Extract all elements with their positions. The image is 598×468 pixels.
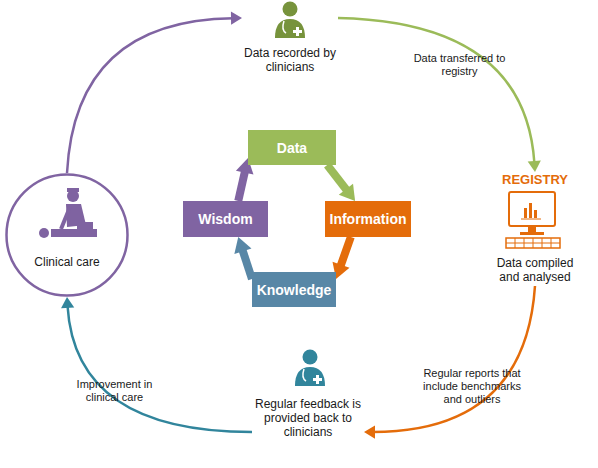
arrow-line (327, 165, 348, 192)
edge-label: Data transferred to registry (412, 52, 507, 78)
flow-arrow (327, 165, 355, 201)
doctor-head (303, 350, 318, 365)
chart-bar (534, 210, 537, 218)
flow-arrow (338, 18, 541, 172)
chart-bar (524, 208, 527, 218)
node-label: Wisdom (198, 211, 252, 227)
arrow-head (528, 161, 541, 172)
stage-box: Wisdom (183, 201, 268, 237)
node-label: Knowledge (257, 282, 332, 298)
arrow-line (373, 286, 535, 432)
arrow-head (231, 12, 242, 25)
monitor-stand (528, 226, 536, 232)
edge-label: Improvement in clinical care (72, 378, 157, 404)
node-text: Data compiled and analysed (489, 256, 581, 284)
computer-icon (506, 192, 560, 248)
monitor-base (520, 232, 544, 235)
flow-arrow (61, 297, 252, 432)
flow-arrow (234, 237, 252, 279)
doctor-head (283, 2, 298, 17)
keyboard-keys (506, 238, 560, 248)
node-label: Data (277, 140, 307, 156)
node-label: Clinical care (34, 255, 99, 269)
doctor-cross (293, 27, 302, 36)
arrow-line (68, 306, 252, 432)
doctor-icon (275, 2, 305, 39)
stethoscope (283, 21, 286, 33)
arrow-head (339, 184, 355, 201)
arrow-line (340, 237, 351, 268)
arrow-line (338, 18, 534, 163)
rescuer-cap (67, 188, 79, 192)
patient-body (51, 229, 97, 237)
flow-arrow (364, 286, 535, 439)
arrow-line (238, 170, 245, 201)
arrow-line (242, 248, 252, 279)
arrow-line (67, 18, 233, 173)
stage-box: Information (325, 201, 411, 237)
node-label: Data recorded by clinicians (242, 46, 338, 74)
doctor-icon (295, 350, 325, 387)
edge-label: Regular reports that include benchmarks … (418, 367, 526, 406)
doctor-cross (313, 375, 322, 384)
keyboard (506, 238, 560, 248)
arrow-head (61, 297, 74, 308)
arrow-head (234, 237, 251, 254)
flow-arrow (67, 12, 242, 173)
node-label: Information (330, 211, 407, 227)
circle-outline-shape (7, 175, 128, 296)
arrow-head (364, 425, 375, 438)
patient-head (39, 228, 49, 238)
node-label: REGISTRY (502, 172, 568, 188)
chart-axis (521, 219, 541, 220)
doctor-body (275, 19, 305, 38)
node-label: Regular feedback is provided back to cli… (252, 397, 364, 439)
stethoscope (303, 369, 306, 381)
chart-bar (529, 203, 532, 218)
doctor-body (295, 367, 325, 386)
stage-box: Data (248, 130, 336, 165)
stage-box: Knowledge (252, 272, 336, 307)
monitor (509, 192, 555, 226)
